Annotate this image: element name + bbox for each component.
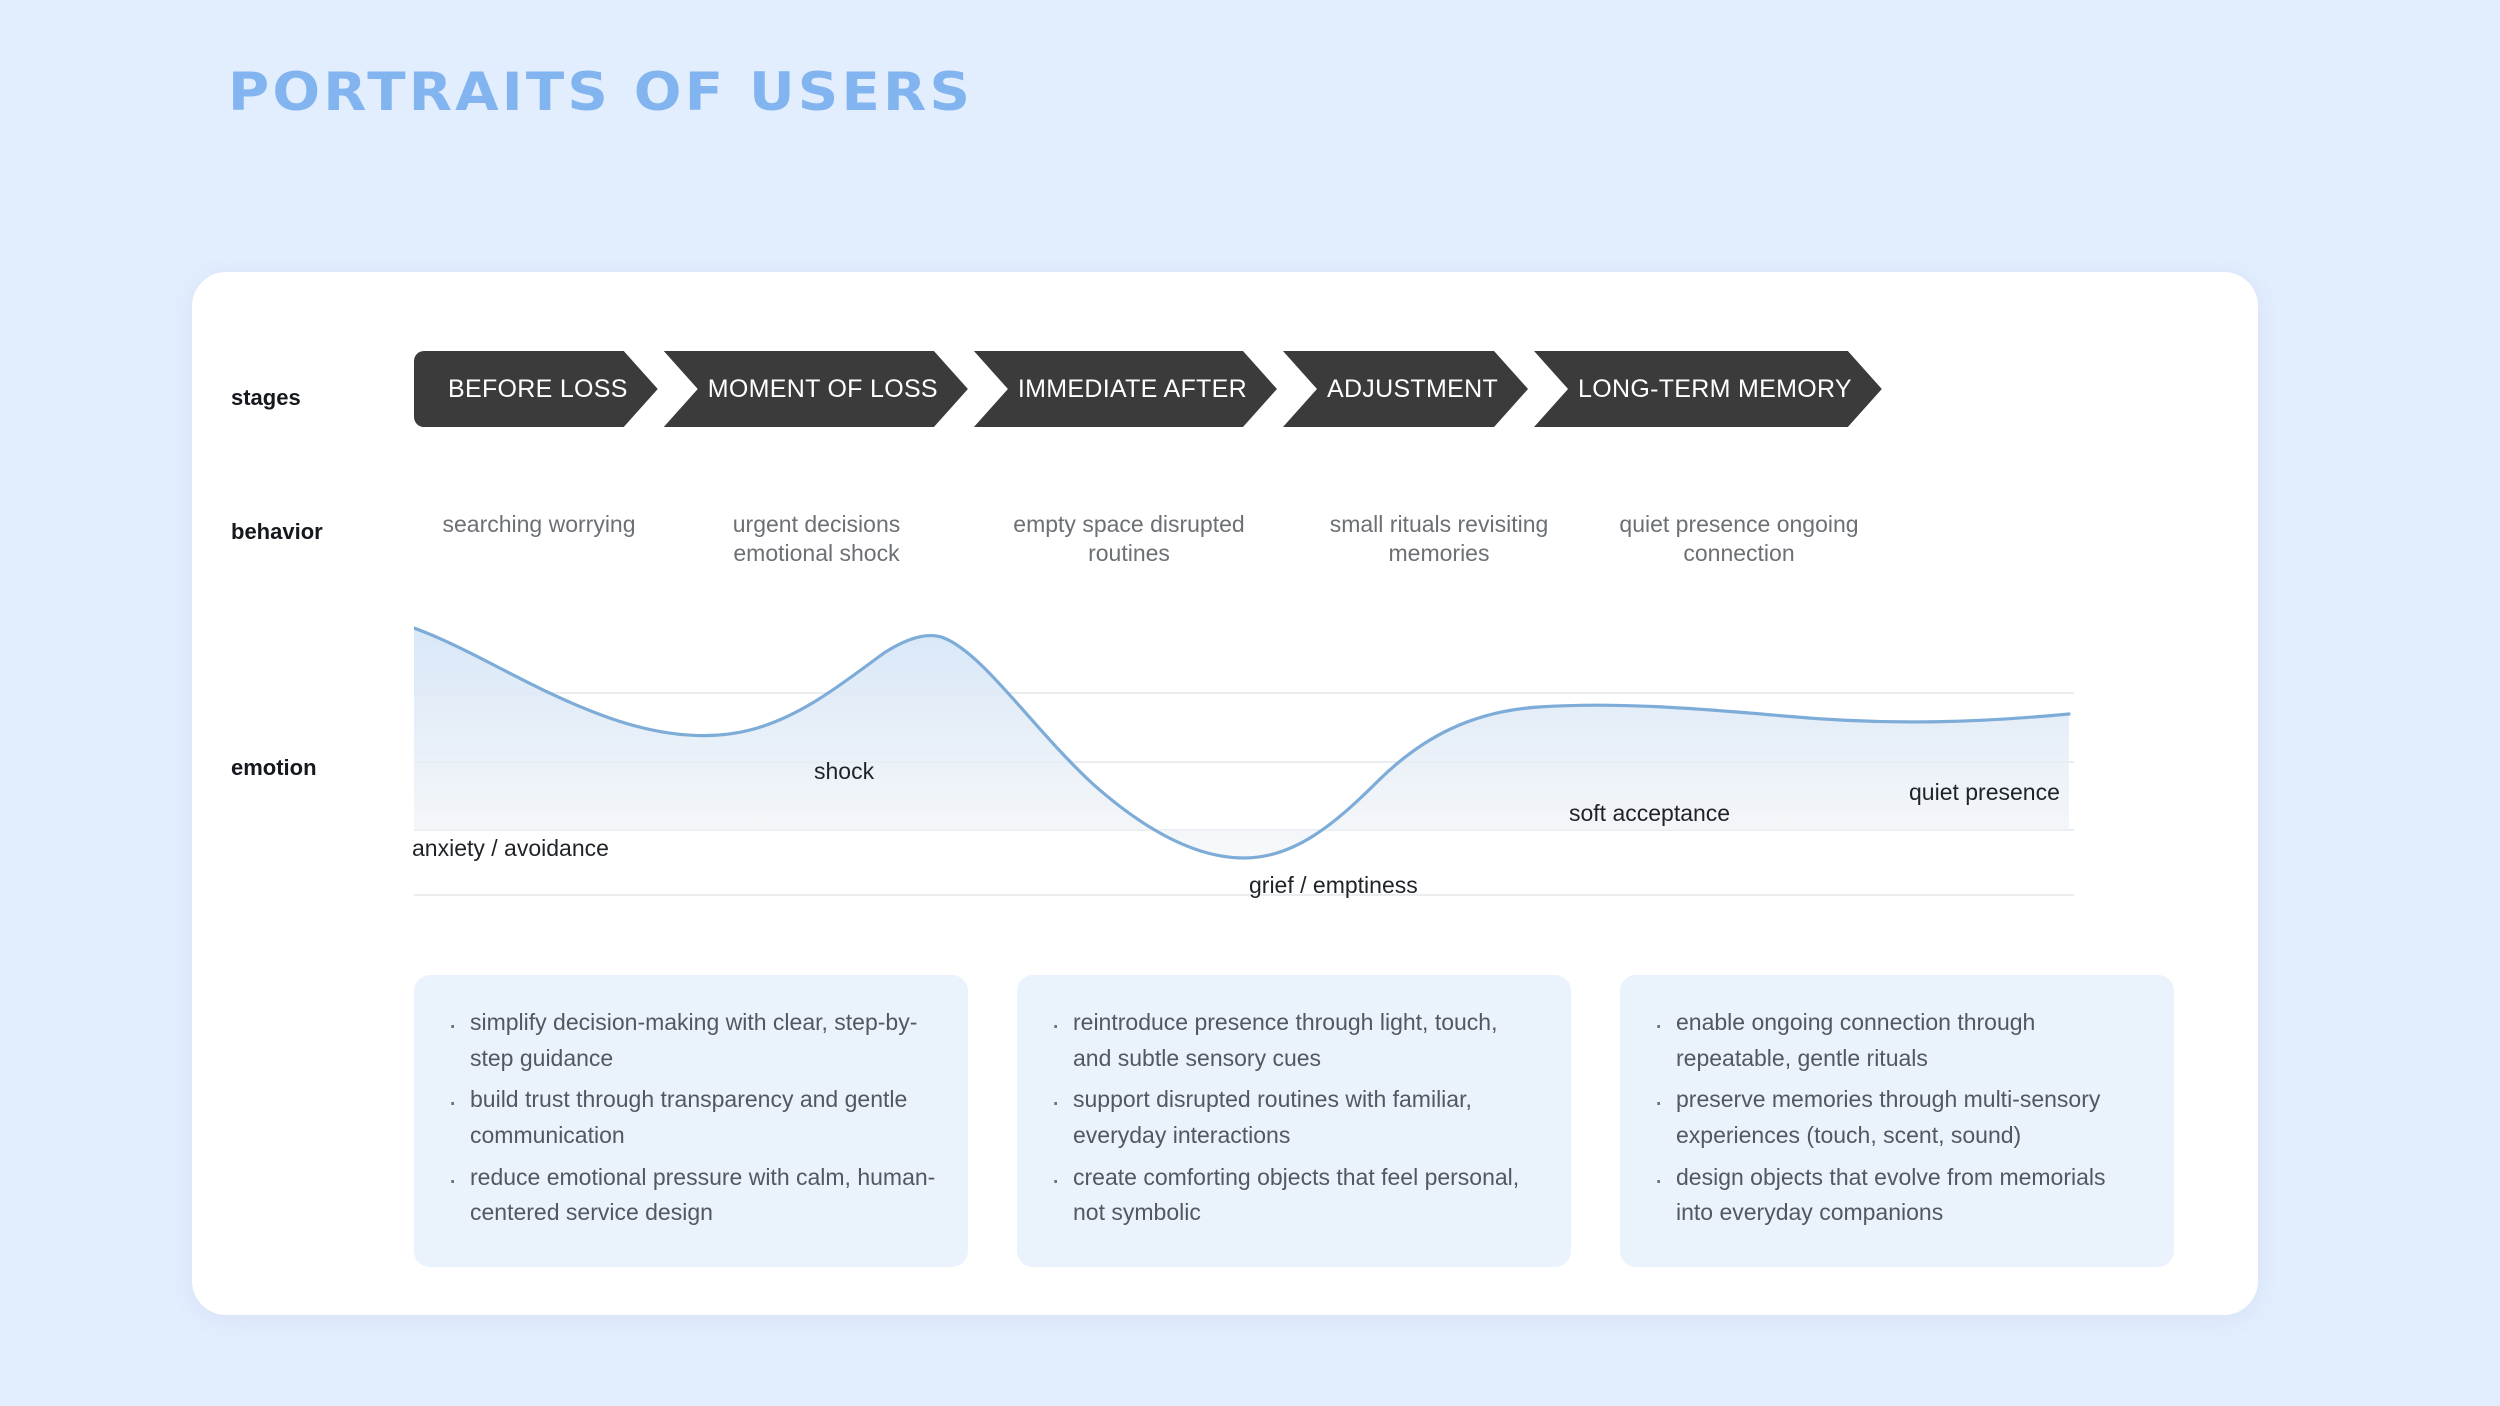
- stage-chevron-before-loss[interactable]: BEFORE LOSS: [414, 351, 658, 427]
- row-label-emotion: emotion: [231, 755, 317, 780]
- recommendation-card-2: reintroduce presence through light, touc…: [1017, 975, 1571, 1267]
- emotion-chart: anxiety / avoidance shock grief / emptin…: [412, 610, 2074, 900]
- behavior-line: empty space disrupted: [1013, 511, 1245, 537]
- behavior-line: searching worrying: [442, 511, 636, 537]
- behavior-line: urgent decisions: [732, 511, 901, 537]
- behavior-line: connection: [1683, 539, 1795, 566]
- behavior-line: memories: [1388, 539, 1490, 566]
- behavior-line: small rituals revisiting: [1329, 511, 1549, 537]
- recommendation-card-3: enable ongoing connection through repeat…: [1620, 975, 2174, 1267]
- stage-label: ADJUSTMENT: [1326, 374, 1499, 403]
- behavior-strip: searching worrying urgent decisions emot…: [414, 510, 2074, 568]
- recommendation-list: reintroduce presence through light, touc…: [1045, 1003, 1541, 1231]
- behavior-cell: quiet presence ongoing connection: [1589, 510, 1889, 568]
- stage-chevron-adjustment[interactable]: ADJUSTMENT: [1283, 351, 1528, 427]
- list-item: design objects that evolve from memorial…: [1648, 1158, 2144, 1231]
- behavior-cell: empty space disrupted routines: [969, 510, 1289, 568]
- curve-annotation-anxiety: anxiety / avoidance: [412, 835, 609, 861]
- behavior-line: routines: [1088, 539, 1170, 566]
- stages-strip: BEFORE LOSS MOMENT OF LOSS IMMEDIATE AFT…: [414, 351, 1888, 427]
- curve-annotation-grief: grief / emptiness: [1249, 872, 1418, 898]
- recommendation-card-1: simplify decision-making with clear, ste…: [414, 975, 968, 1267]
- list-item: reintroduce presence through light, touc…: [1045, 1003, 1541, 1076]
- list-item: preserve memories through multi-sensory …: [1648, 1080, 2144, 1153]
- emotion-curve-svg: [414, 626, 2074, 896]
- list-item: simplify decision-making with clear, ste…: [442, 1003, 938, 1076]
- stage-chevron-long-term-memory[interactable]: LONG-TERM MEMORY: [1534, 351, 1882, 427]
- curve-annotation-shock: shock: [814, 758, 875, 784]
- curve-annotation-quiet-presence: quiet presence: [1909, 779, 2060, 805]
- behavior-line: quiet presence ongoing: [1619, 511, 1859, 537]
- emotion-curve-line: [414, 626, 2071, 860]
- list-item: support disrupted routines with familiar…: [1045, 1080, 1541, 1153]
- recommendation-list: enable ongoing connection through repeat…: [1648, 1003, 2144, 1231]
- page-title: PORTRAITS OF USERS: [228, 62, 974, 123]
- stage-label: MOMENT OF LOSS: [707, 374, 938, 403]
- recommendation-cards: simplify decision-making with clear, ste…: [414, 975, 2174, 1267]
- list-item: build trust through transparency and gen…: [442, 1080, 938, 1153]
- list-item: create comforting objects that feel pers…: [1045, 1158, 1541, 1231]
- stage-label: IMMEDIATE AFTER: [1017, 374, 1247, 403]
- stage-label: LONG-TERM MEMORY: [1578, 374, 1852, 403]
- list-item: enable ongoing connection through repeat…: [1648, 1003, 2144, 1076]
- behavior-line: emotional shock: [733, 539, 900, 566]
- stage-label: BEFORE LOSS: [448, 374, 628, 403]
- list-item: reduce emotional pressure with calm, hum…: [442, 1158, 938, 1231]
- stage-chevron-immediate-after[interactable]: IMMEDIATE AFTER: [974, 351, 1277, 427]
- row-label-stages: stages: [231, 385, 301, 410]
- emotion-area-fill: [414, 628, 2069, 858]
- behavior-cell: small rituals revisiting memories: [1289, 510, 1589, 568]
- row-label-behavior: behavior: [231, 519, 323, 544]
- stage-chevron-moment-of-loss[interactable]: MOMENT OF LOSS: [664, 351, 968, 427]
- recommendation-list: simplify decision-making with clear, ste…: [442, 1003, 938, 1231]
- behavior-cell: urgent decisions emotional shock: [664, 510, 969, 568]
- behavior-cell: searching worrying: [414, 510, 664, 568]
- curve-annotation-soft-acceptance: soft acceptance: [1569, 800, 1731, 826]
